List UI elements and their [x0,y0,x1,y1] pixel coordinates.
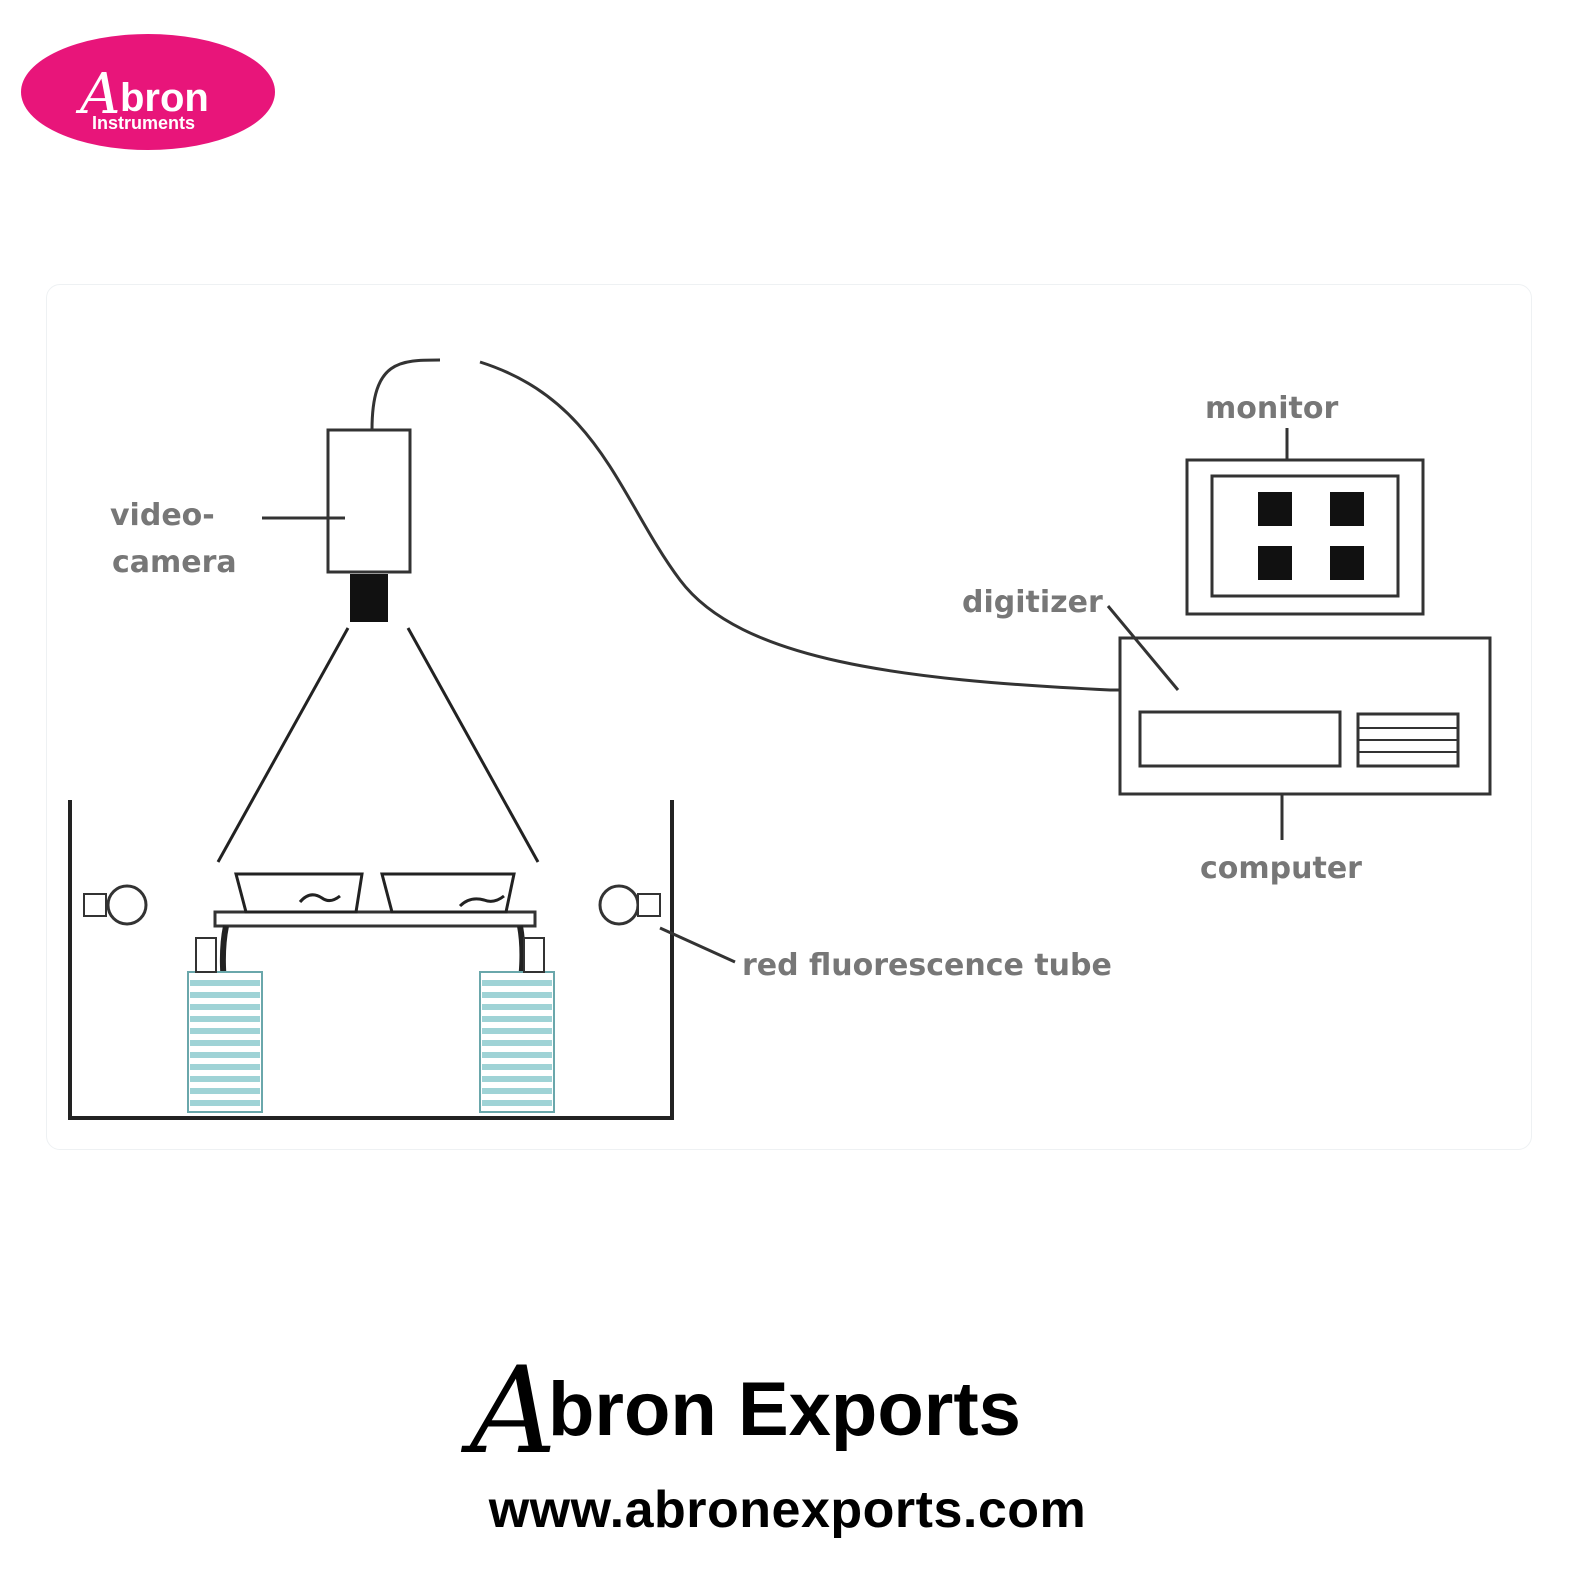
water-stripe [190,1016,260,1022]
logo-brand-rest: bron [120,76,209,120]
tube-leader [659,926,736,964]
lamp-left [83,884,148,926]
monitor-screen [1210,474,1400,598]
water-stripe [482,1100,552,1106]
abron-instruments-logo: A bron Instruments [20,33,276,151]
computer-label: computer [1200,851,1362,886]
abron-exports-brand: A bron Exports [0,1350,1575,1460]
water-stripe [190,1040,260,1046]
video-camera-lens [350,574,388,622]
water-stripe [190,1088,260,1094]
website-url[interactable]: www.abronexports.com [488,1481,1087,1539]
water-stripe [190,1100,260,1106]
water-stripe [482,992,552,998]
video-camera-label-2: camera [112,545,237,580]
computer-drive-bay [1138,710,1342,768]
monitor-square-2 [1330,492,1364,526]
specimen-left [298,893,341,904]
water-stripe [190,1028,260,1034]
water-stripe [482,1076,552,1082]
water-stripe [482,1016,552,1022]
water-container-right [479,937,555,1113]
monitor-square-4 [1330,546,1364,580]
water-stripe [482,1028,552,1034]
water-stripe [190,1004,260,1010]
video-camera-label-1: video- [110,498,215,533]
lamp-right [598,884,661,926]
water-stripe [190,992,260,998]
digitizer-label: digitizer [962,585,1103,620]
digitizer-leader [1106,605,1180,691]
water-stripe [482,980,552,986]
view-line-left [216,627,350,863]
footer-brand-rest: bron Exports [548,1367,1021,1452]
monitor-label: monitor [1205,391,1338,426]
water-stripe [190,1052,260,1058]
water-stripe [482,1004,552,1010]
monitor-square-3 [1258,546,1292,580]
logo-subtitle: Instruments [92,113,195,133]
water-stripe [190,1076,260,1082]
tube-label: red fluorescence tube [742,948,1112,983]
water-stripe [482,1040,552,1046]
dish-left [234,872,364,914]
water-stripe [482,1052,552,1058]
water-stripe [482,1064,552,1070]
water-container-left [187,937,263,1113]
water-stripe [190,980,260,986]
footer-brand-initial: A [460,1350,557,1460]
view-line-right [406,627,540,863]
tank [68,800,674,1120]
monitor-square-1 [1258,492,1292,526]
camera-cable [370,358,1385,692]
logo-brand-initial: A [75,62,120,127]
water-stripe [482,1088,552,1094]
dish-right [380,872,516,914]
platform [213,910,537,928]
video-camera-body [326,428,412,574]
specimen-right [458,894,505,908]
water-stripe [190,1064,260,1070]
